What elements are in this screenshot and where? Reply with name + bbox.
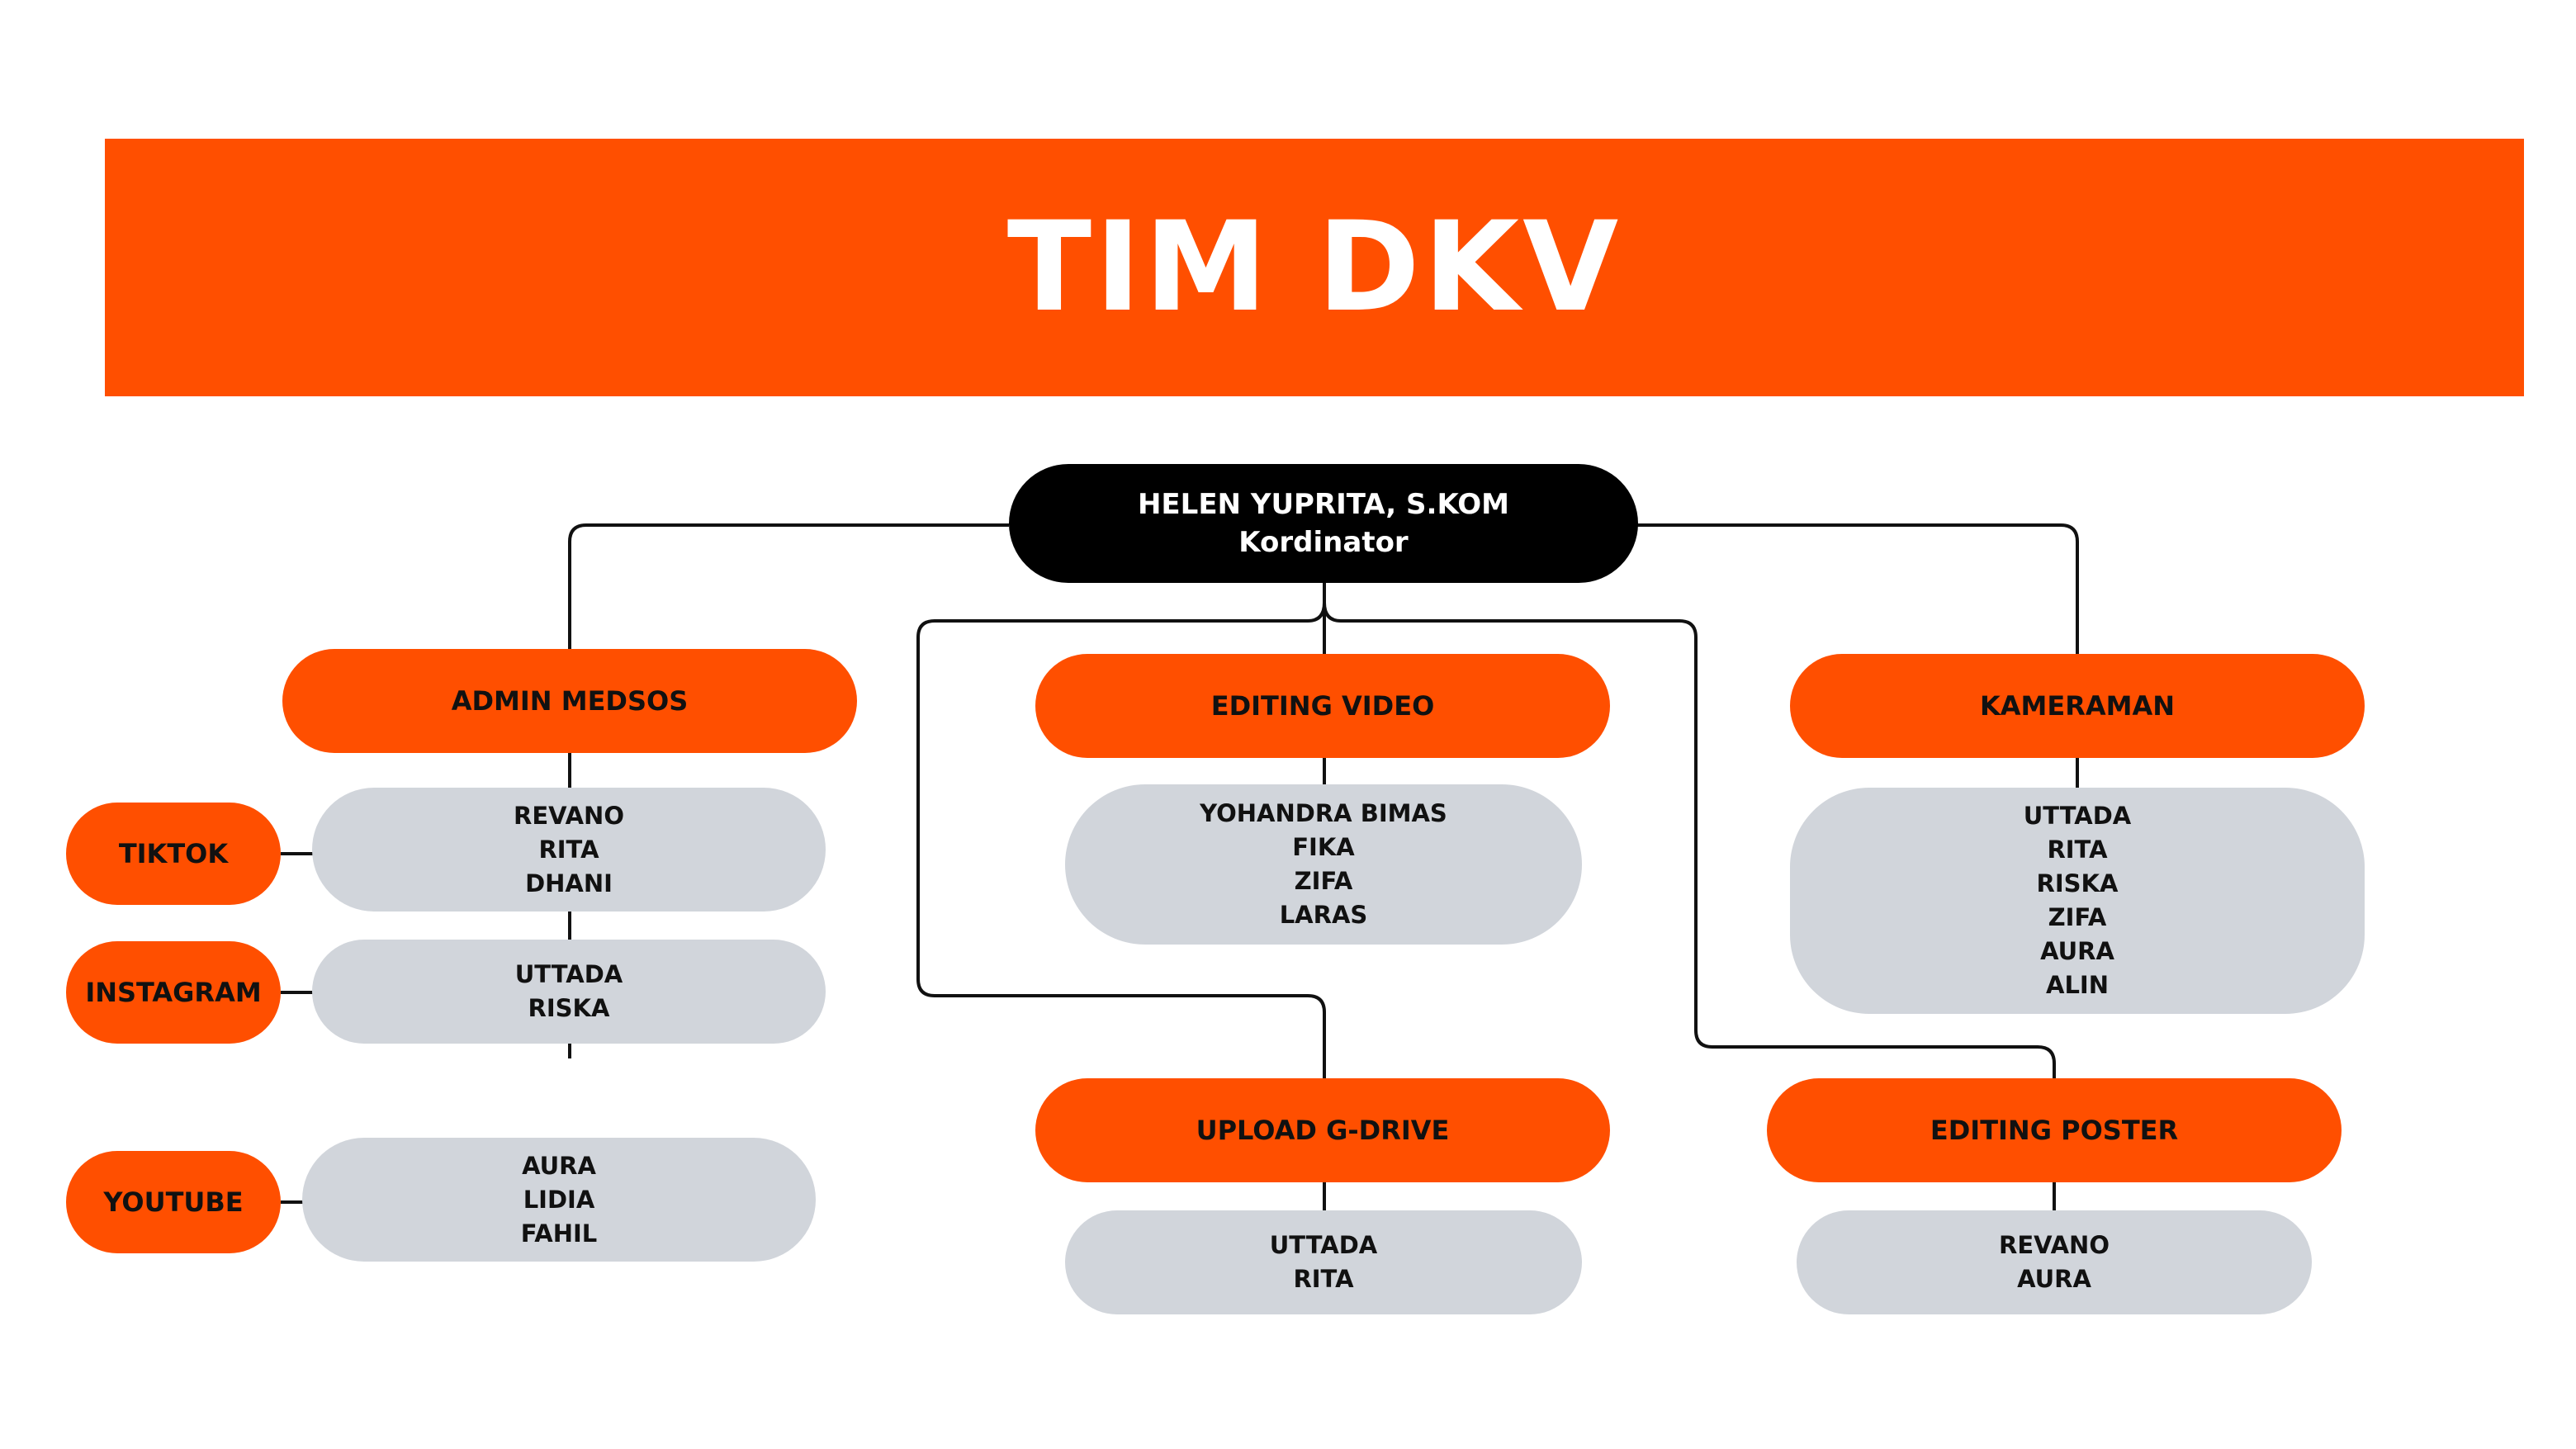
members-instagram: UTTADA RISKA — [312, 940, 826, 1044]
line-coordinator-kameraman — [1636, 523, 2079, 654]
line-coordinator-admin-medsos — [568, 523, 1009, 651]
coordinator-role: Kordinator — [1238, 526, 1409, 559]
line-coordinator-upload-gdrive — [916, 602, 1326, 1078]
role-editing-poster: EDITING POSTER — [1767, 1078, 2342, 1182]
members-editing-video: YOHANDRA BIMAS FIKA ZIFA LARAS — [1065, 784, 1582, 945]
members-tiktok: REVANO RITA DHANI — [312, 788, 826, 912]
role-kameraman: KAMERAMAN — [1790, 654, 2365, 758]
members-editing-poster: REVANO AURA — [1797, 1210, 2312, 1314]
coordinator-node: HELEN YUPRITA, S.KOM Kordinator — [1009, 464, 1638, 583]
role-upload-gdrive: UPLOAD G-DRIVE — [1035, 1078, 1610, 1182]
page-title: TIM DKV — [1006, 196, 1622, 339]
platform-youtube: YOUTUBE — [66, 1151, 281, 1253]
platform-instagram: INSTAGRAM — [66, 941, 281, 1044]
line-coordinator-editing-poster — [1323, 602, 2056, 1078]
coordinator-name: HELEN YUPRITA, S.KOM — [1137, 488, 1510, 521]
members-upload-gdrive: UTTADA RITA — [1065, 1210, 1582, 1314]
title-banner: TIM DKV — [105, 139, 2524, 396]
platform-tiktok: TIKTOK — [66, 803, 281, 905]
role-admin-medsos: ADMIN MEDSOS — [282, 649, 857, 753]
role-editing-video: EDITING VIDEO — [1035, 654, 1610, 758]
members-youtube: AURA LIDIA FAHIL — [302, 1138, 816, 1262]
members-kameraman: UTTADA RITA RISKA ZIFA AURA ALIN — [1790, 788, 2365, 1014]
